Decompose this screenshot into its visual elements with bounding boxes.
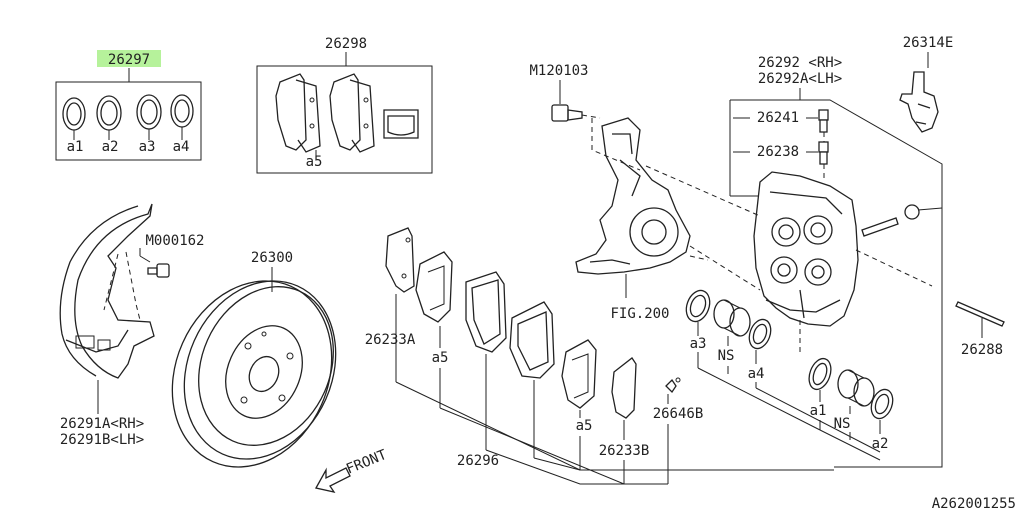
seal-rings	[62, 94, 194, 140]
pad-shim-inner-2	[561, 339, 597, 409]
knuckle-group[interactable]: M120103 FIG.200	[529, 63, 691, 322]
anti-rattle-spring	[899, 71, 939, 133]
seal-kit-box	[55, 81, 202, 161]
guide-pin-group[interactable]: 26288	[955, 301, 1005, 358]
front-indicator: FRONT	[315, 447, 390, 493]
label-front: FRONT	[344, 447, 390, 478]
label-m120103[interactable]: M120103	[529, 63, 588, 79]
caliper-group[interactable]: 26292 <RH> 26292A<LH> 26241 26238	[591, 55, 943, 468]
label-26646b[interactable]: 26646B	[653, 406, 704, 422]
part-highlight	[97, 50, 161, 67]
front-arrow-icon	[315, 467, 351, 493]
label-26300[interactable]: 26300	[251, 250, 293, 266]
pad-shim-outer	[385, 227, 415, 293]
label-a3-lower: a3	[690, 336, 707, 352]
dust-shield	[59, 203, 155, 379]
label-26288[interactable]: 26288	[961, 342, 1003, 358]
guide-pin	[955, 301, 1005, 327]
label-26296[interactable]: 26296	[457, 453, 499, 469]
label-a2-lower: a2	[872, 436, 889, 452]
label-a5-lower: a5	[576, 418, 593, 434]
seal-a2-lower	[870, 388, 894, 420]
shim-kit-group[interactable]: 26298 a5	[256, 36, 433, 174]
piston-ns-left	[713, 299, 751, 337]
brake-pads-group[interactable]: 26233A a5 a5 26646B 26233B 26296	[365, 227, 834, 485]
label-a5-left: a5	[432, 350, 449, 366]
label-26233a[interactable]: 26233A	[365, 332, 416, 348]
label-26291a[interactable]: 26291A<RH>	[60, 416, 144, 432]
seal-kit-group[interactable]: 26297 a1 a2 a3 a4	[55, 50, 202, 161]
brake-pad-outer	[465, 271, 507, 353]
label-26292[interactable]: 26292 <RH>	[758, 55, 842, 71]
label-a1: a1	[67, 139, 84, 155]
shim-plates	[275, 73, 419, 156]
spring-26314e-group[interactable]: 26314E	[899, 35, 954, 133]
label-a4: a4	[173, 139, 190, 155]
label-26314e[interactable]: 26314E	[903, 35, 954, 51]
label-26241[interactable]: 26241	[757, 110, 799, 126]
pad-shim-inner	[415, 251, 453, 323]
caliper-body	[753, 171, 859, 327]
bolt-m000162	[147, 263, 170, 278]
piston-ns-right	[837, 369, 875, 407]
seal-a3-lower	[685, 289, 711, 323]
brake-pad-inner	[509, 301, 555, 379]
label-a1-lower: a1	[810, 403, 827, 419]
label-26298[interactable]: 26298	[325, 36, 367, 52]
label-26238[interactable]: 26238	[757, 144, 799, 160]
pistons-group[interactable]: a3 NS a4 a1 NS a2	[682, 287, 896, 461]
steering-knuckle	[575, 117, 691, 275]
shim-kit-box	[256, 65, 433, 174]
brake-disc-group[interactable]: 26300	[144, 250, 364, 493]
caliper-bolt	[861, 204, 920, 237]
dust-shield-group[interactable]: M000162 26291A<RH> 26291B<LH>	[59, 203, 205, 448]
label-a3: a3	[139, 139, 156, 155]
label-26292a[interactable]: 26292A<LH>	[758, 71, 842, 87]
pad-shim-outer-2	[611, 357, 637, 419]
seal-a4-lower	[748, 318, 772, 350]
bleeder-screw	[818, 109, 829, 133]
label-ns-left: NS	[718, 348, 735, 364]
label-a4-lower: a4	[748, 366, 765, 382]
label-26233b[interactable]: 26233B	[599, 443, 650, 459]
label-26291b[interactable]: 26291B<LH>	[60, 432, 144, 448]
bolt-m120103	[551, 104, 583, 122]
label-a5-box: a5	[306, 154, 323, 170]
brake-disc	[171, 280, 337, 468]
catalog-number: A262001255	[932, 496, 1016, 512]
label-m000162[interactable]: M000162	[145, 233, 204, 249]
pad-clip-26646b	[665, 377, 681, 394]
label-fig200[interactable]: FIG.200	[610, 306, 669, 322]
label-ns-right: NS	[834, 416, 851, 432]
label-26297[interactable]: 26297	[108, 52, 150, 68]
seal-a1-lower	[808, 357, 832, 391]
label-a2: a2	[102, 139, 119, 155]
bleeder-cap	[818, 141, 829, 165]
